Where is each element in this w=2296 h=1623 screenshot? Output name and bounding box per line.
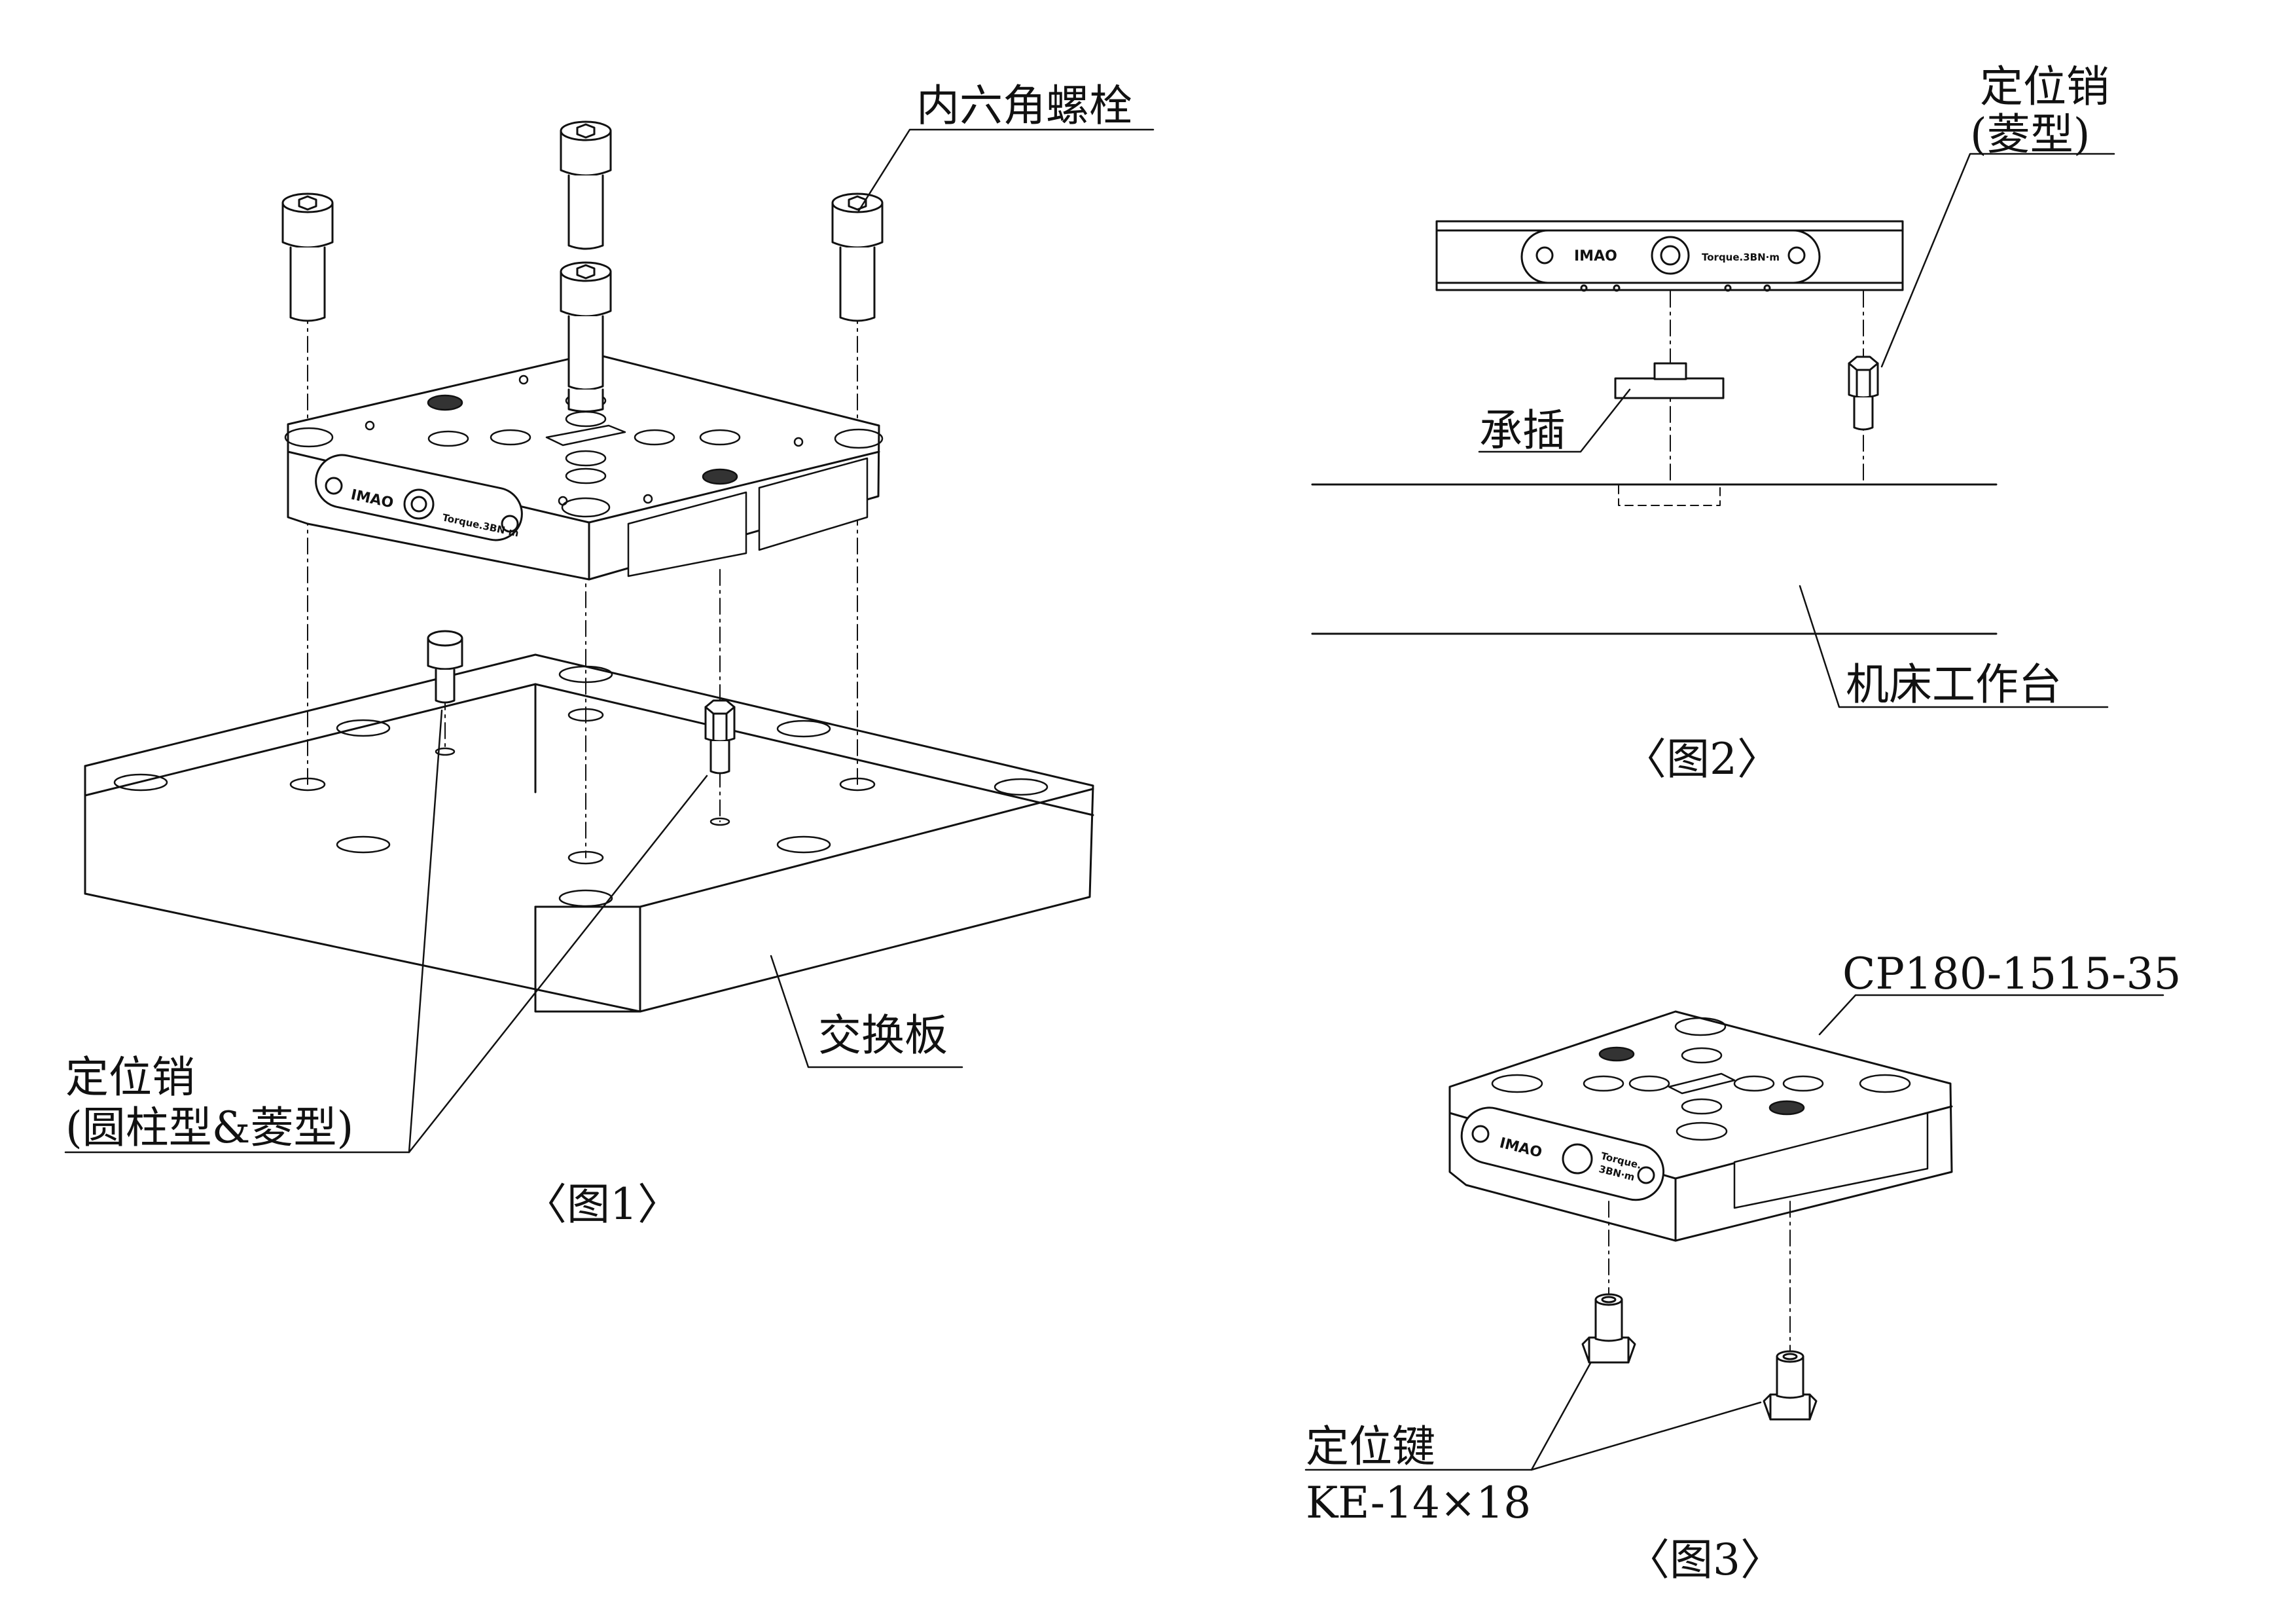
figure-1: IMAO Torque.3BN·m [64,81,1155,1230]
fig1-center-lines [307,307,858,858]
fig2-torque-text: Torque.3BN·m [1702,251,1780,263]
figure-2: IMAO Torque.3BN·m 定位销 [1311,62,2115,784]
fig2-diamond-pin [1848,356,1879,431]
locating-keys [1581,1293,1818,1421]
fig2-label-pin-1: 定位销 [1980,62,2109,112]
fig3-leaders [1304,994,2164,1471]
fig3-label-model: CP180-1515-35 [1842,949,2181,999]
caption-figure-2: 〈图2〉 [1623,734,1780,784]
caption-figure-1: 〈图1〉 [524,1179,681,1230]
label-locating-pins-2: (圆柱型&菱型) [65,1103,353,1153]
socket-head-bolts [281,120,884,391]
fig2-label-pin-2: (菱型) [1970,109,2090,160]
logo-badge: IMAO Torque.3BN·m [315,454,523,541]
exchange-plate [84,653,1094,1013]
fig3-top-holes [1491,1017,1911,1141]
fig3-label-key-2: KE-14×18 [1306,1478,1531,1528]
side-pocket [627,457,869,577]
fig1-leaders [64,128,1155,1154]
fig2-logo-text: IMAO [1574,248,1617,264]
label-exchange-plate: 交换板 [818,1010,948,1061]
fig2-leaders [1478,153,2115,708]
side-view-plate: IMAO Torque.3BN·m [1435,220,1904,292]
fig2-label-machine-table: 机床工作台 [1846,659,2062,710]
label-locating-pins-1: 定位销 [65,1052,195,1103]
fig3-label-key-1: 定位键 [1306,1421,1435,1472]
label-hex-bolt: 内六角螺栓 [916,81,1132,131]
fig3-logo-badge: IMAO Torque. 3BN·m [1460,1106,1665,1201]
fig2-label-socket: 承插 [1479,405,1566,456]
machine-table [1311,483,1998,635]
bolt-through-plate [567,388,604,412]
fig3-plate: IMAO Torque. 3BN·m [1448,1010,1953,1242]
quick-change-plate: IMAO Torque.3BN·m [284,352,884,581]
top-holes [284,374,884,518]
socket-bushing [1614,362,1725,506]
caption-figure-3: 〈图3〉 [1626,1535,1784,1585]
fig3-center-lines [1608,1201,1791,1356]
figure-3: IMAO Torque. 3BN·m [1304,949,2181,1585]
